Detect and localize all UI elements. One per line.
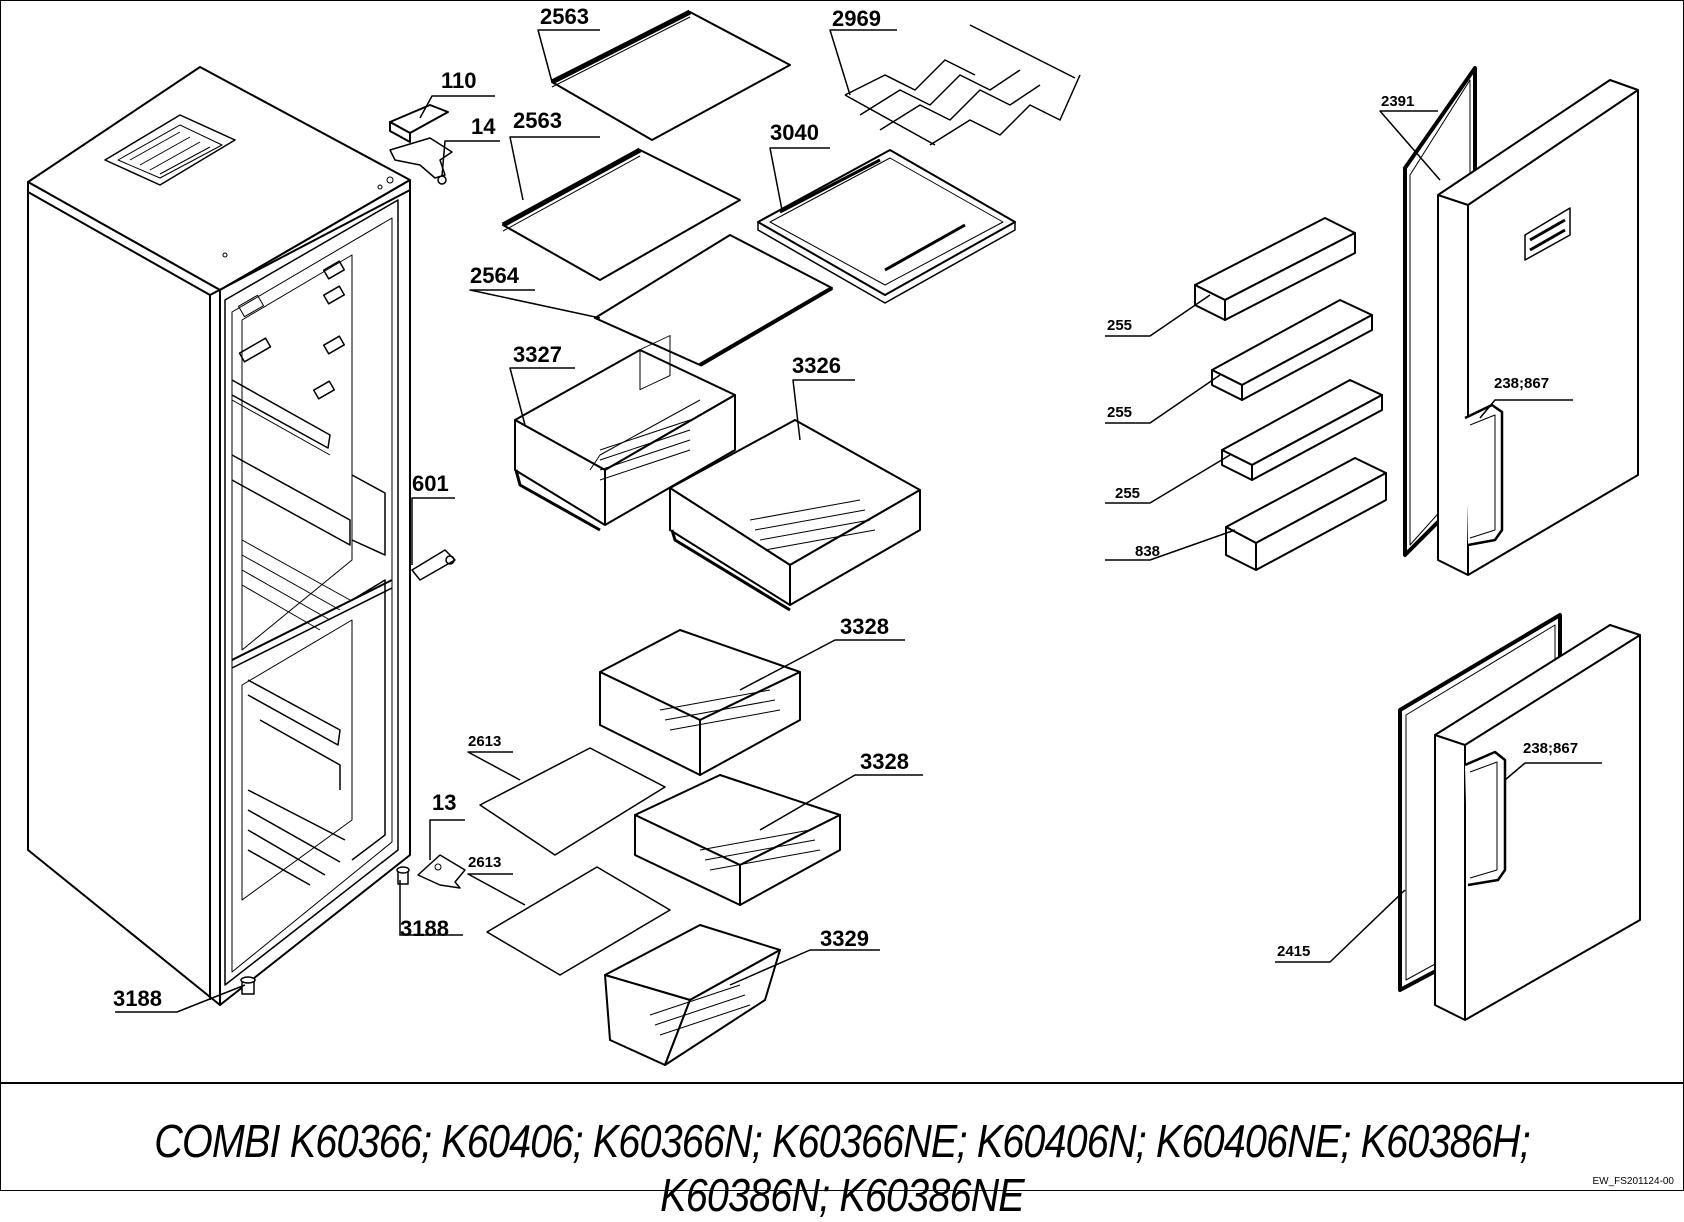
middle-hinge — [411, 549, 456, 581]
callout-foot-rear: 3188 — [113, 986, 162, 1011]
door-balcony-2 — [1211, 299, 1373, 401]
callout-top-hinge: 14 — [471, 114, 496, 139]
callout-bottom-hinge: 13 — [432, 790, 457, 815]
callout-crisper-right: 3326 — [792, 353, 841, 378]
wine-rack — [844, 24, 1081, 146]
callout-freezer-door-gasket: 2415 — [1277, 943, 1311, 960]
crisper-cover-glass — [594, 234, 834, 367]
callout-fridge-door-handle: 238;867 — [1494, 375, 1550, 392]
callout-glass-plate-lower: 2613 — [468, 854, 502, 871]
exploded-view-drawing — [27, 9, 1641, 1066]
callout-hinge-cover: 110 — [441, 68, 477, 93]
adjustable-foot-front — [396, 866, 410, 885]
door-balcony-3 — [1221, 379, 1383, 481]
callout-crisper-left: 3327 — [513, 342, 562, 367]
leader-lines — [115, 29, 1602, 1013]
callout-glass-plate-upper: 2613 — [468, 733, 502, 750]
door-balcony-bottle — [1225, 457, 1387, 571]
adjustable-foot-rear — [240, 976, 256, 995]
callout-door-balcony-bottle: 838 — [1135, 543, 1161, 560]
crisper-drawer-left — [514, 349, 736, 532]
callout-glass-shelf-top: 2563 — [540, 4, 589, 29]
glass-shelf-top — [550, 9, 791, 141]
model-list-title: COMBI K60366; K60406; K60366N; K60366NE;… — [154, 1115, 1530, 1221]
cabinet-body — [27, 66, 411, 1006]
callout-crisper-cover: 2564 — [470, 263, 519, 288]
top-hinge-bracket — [389, 137, 453, 185]
callout-fridge-door-gasket: 2391 — [1381, 93, 1415, 110]
callout-foot-front: 3188 — [400, 916, 449, 941]
fridge-door-handle — [1464, 403, 1504, 547]
drawing-code: EW_FS201124-00 — [1592, 1176, 1674, 1187]
freezer-glass-plate-upper — [479, 747, 666, 856]
callout-door-balcony-1: 255 — [1107, 317, 1133, 334]
freezer-door — [1434, 624, 1641, 1021]
callout-middle-hinge: 601 — [412, 471, 449, 496]
top-hinge-cover — [389, 104, 449, 143]
freezer-door-handle — [1464, 750, 1507, 887]
callout-door-balcony-2: 255 — [1107, 404, 1133, 421]
callout-freezer-drawer-middle: 3328 — [860, 749, 909, 774]
glass-shelf-middle — [501, 147, 741, 281]
callout-freezer-drawer-upper: 3328 — [840, 614, 889, 639]
callout-sliding-shelf: 3040 — [770, 120, 819, 145]
sliding-shelf-frame — [757, 149, 1016, 304]
bottom-hinge — [417, 854, 466, 889]
title-block: COMBI K60366; K60406; K60366N; K60366NE;… — [0, 1082, 1684, 1221]
callout-freezer-drawer-lower: 3329 — [820, 926, 869, 951]
callout-freezer-door-handle: 238;867 — [1523, 740, 1579, 757]
callout-door-balcony-3: 255 — [1115, 485, 1141, 502]
freezer-glass-plate-lower — [486, 866, 671, 976]
freezer-drawer-lower — [604, 924, 781, 1066]
freezer-drawer-upper — [599, 335, 801, 776]
callout-glass-shelf-middle: 2563 — [513, 108, 562, 133]
door-balcony-1 — [1194, 217, 1356, 321]
freezer-drawer-middle — [634, 774, 841, 906]
callout-wine-rack: 2969 — [832, 6, 881, 31]
crisper-drawer-right — [669, 419, 921, 612]
